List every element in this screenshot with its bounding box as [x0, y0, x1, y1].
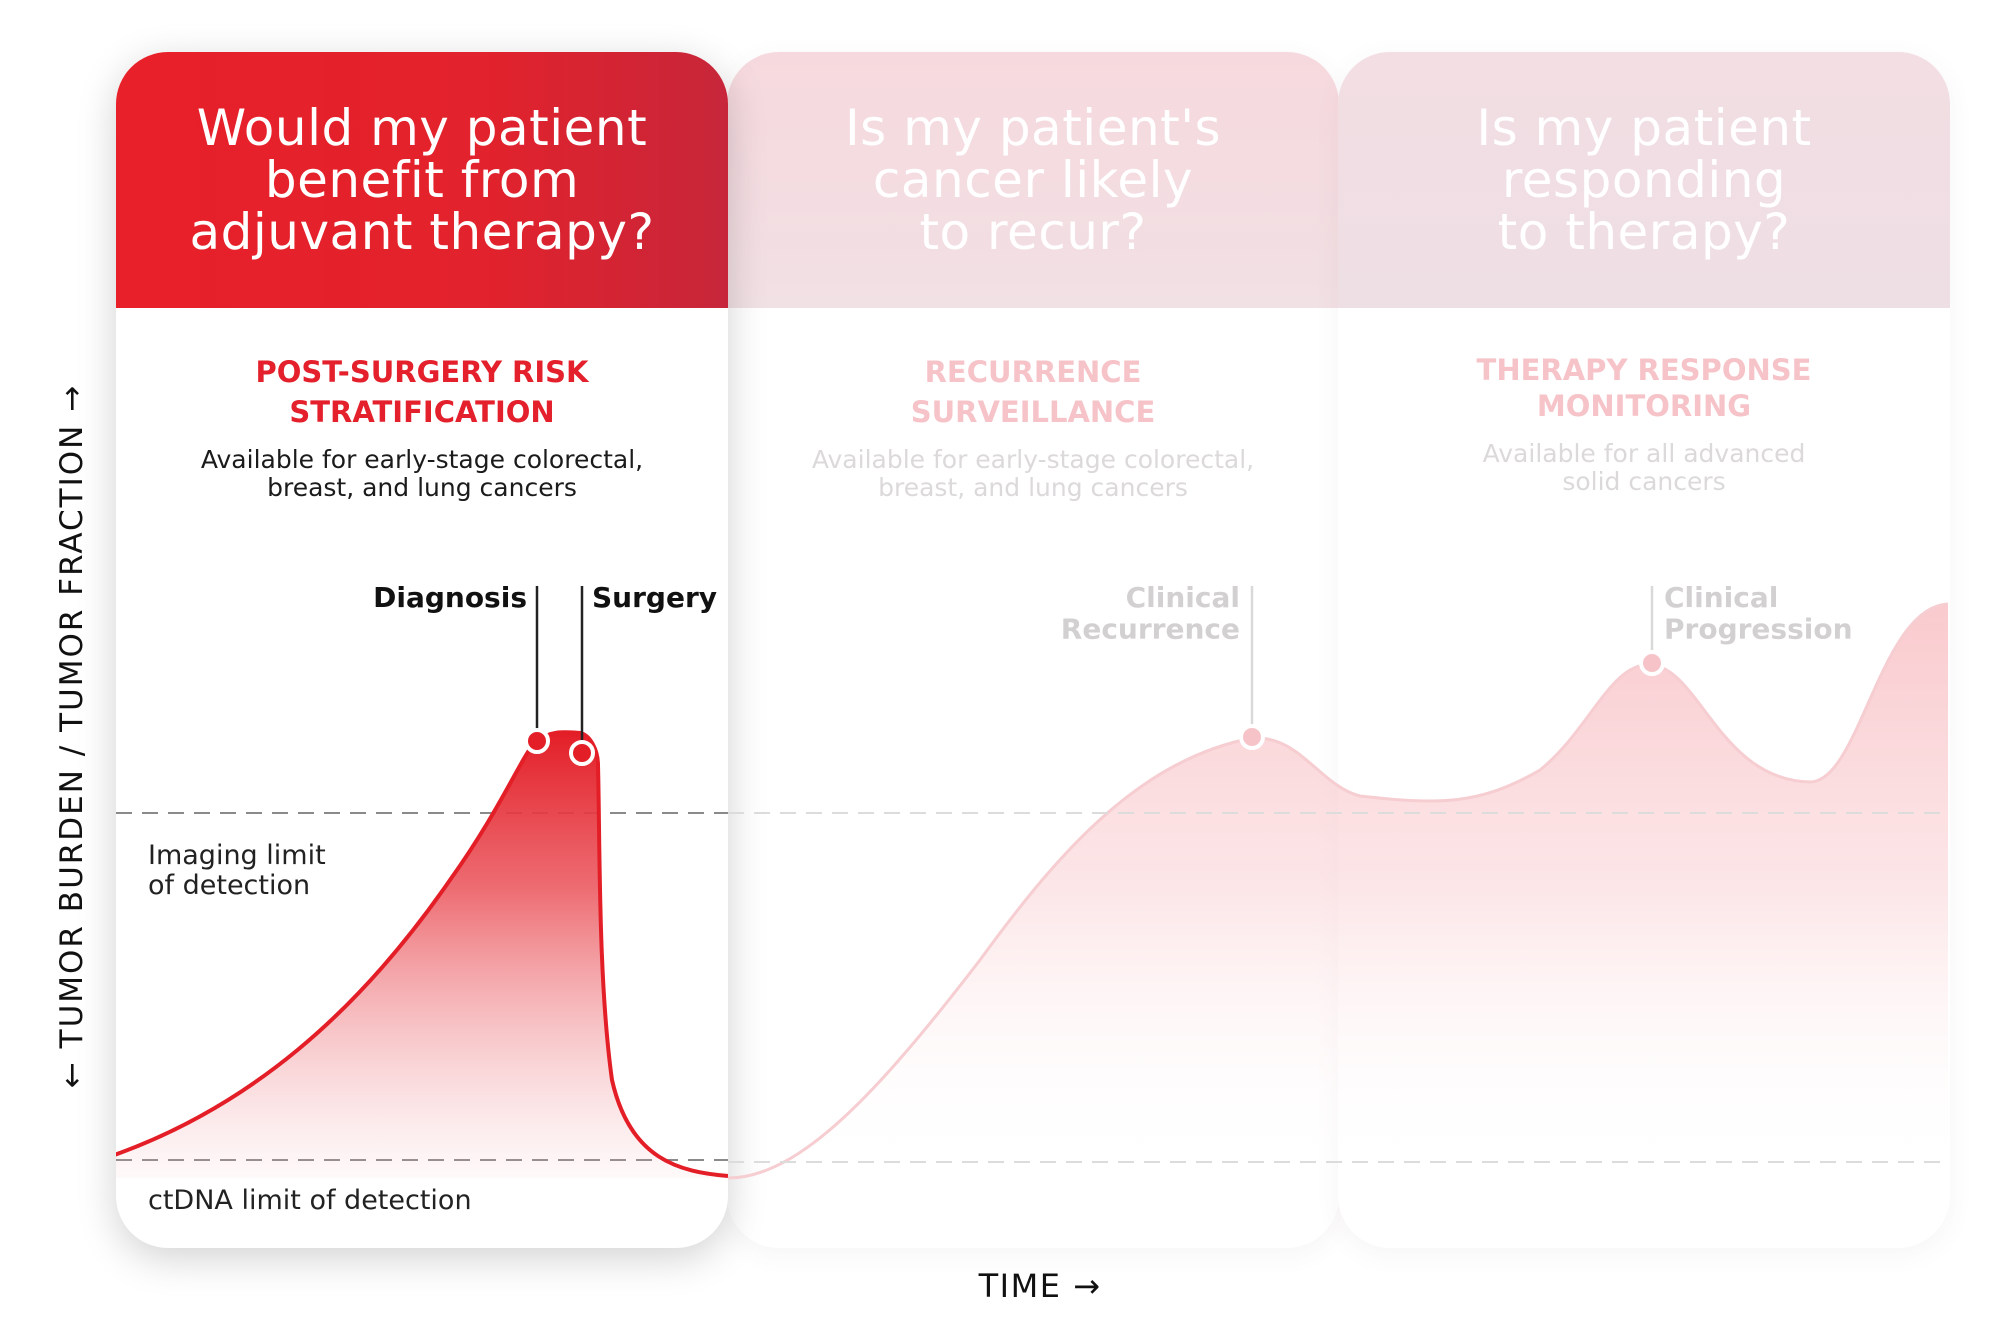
panel-subtitle: Available for all advanced solid cancers: [1482, 439, 1806, 496]
panel-therapy-response[interactable]: Is my patient responding to therapy? THE…: [1338, 52, 1950, 1248]
panel-subtitle: Available for early-stage colorectal, br…: [811, 445, 1255, 502]
panel-question: Is my patient's cancer likely to recur?: [727, 52, 1339, 308]
panel-title: POST-SURGERY RISK STRATIFICATION: [255, 355, 589, 429]
panel-title: THERAPY RESPONSE MONITORING: [1476, 353, 1812, 423]
panel-subtitle: Available for early-stage colorectal, br…: [200, 445, 644, 502]
panel-post-surgery[interactable]: Would my patient benefit from adjuvant t…: [116, 52, 728, 1248]
y-axis-label: ← TUMOR BURDEN / TUMOR FRACTION →: [54, 383, 90, 1089]
panel-question: Would my patient benefit from adjuvant t…: [116, 52, 728, 308]
panel-question: Is my patient responding to therapy?: [1338, 52, 1950, 308]
panel-recurrence[interactable]: Is my patient's cancer likely to recur? …: [727, 52, 1339, 1248]
x-axis-label: TIME →: [978, 1267, 1102, 1305]
panel-title: RECURRENCE SURVEILLANCE: [910, 355, 1156, 429]
